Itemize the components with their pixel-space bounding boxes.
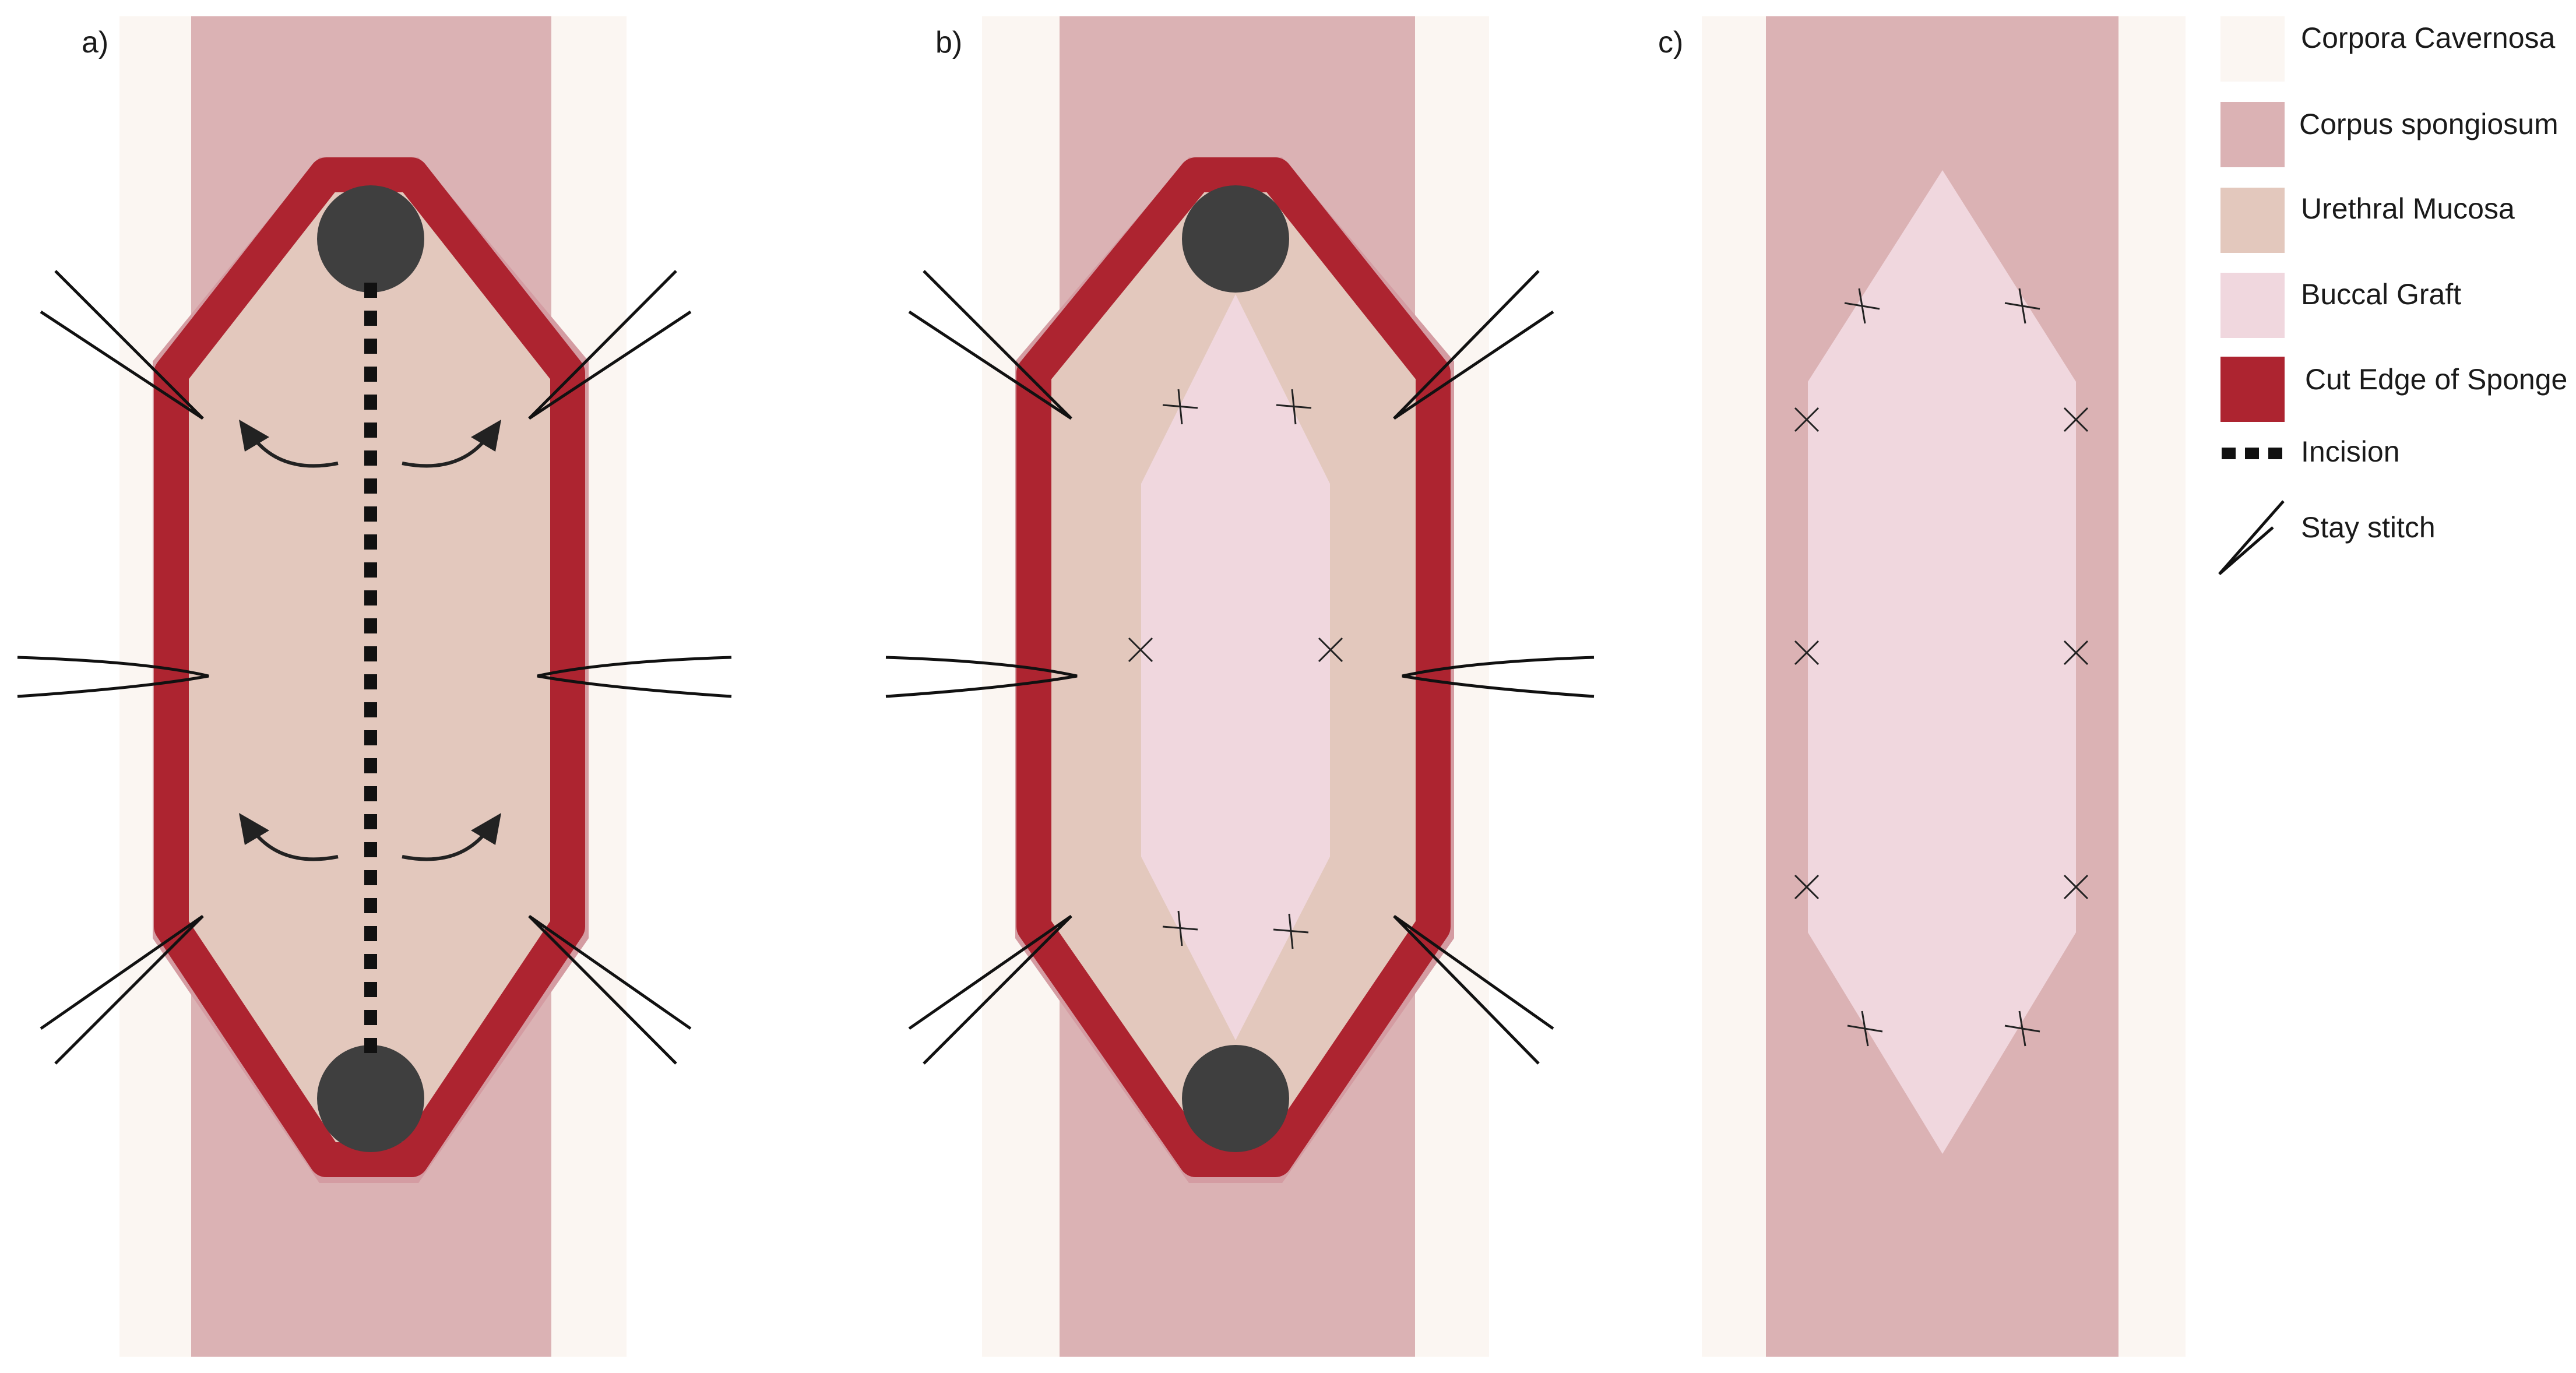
graft-sutures [1128, 389, 1343, 949]
legend-item-cavernosa: Corpora Cavernosa [2220, 16, 2556, 82]
suture-mark [1794, 407, 1820, 432]
legend-item-spongiosum: Corpus spongiosum [2220, 102, 2559, 167]
stay-stitch-icon [537, 656, 732, 698]
panel-label-b: b) [935, 26, 962, 59]
legend-item-incision: Incision [2222, 435, 2400, 468]
legend-label: Corpus spongiosum [2299, 108, 2559, 140]
legend-label: Buccal Graft [2301, 278, 2461, 311]
legend-label: Cut Edge of Sponge [2305, 363, 2567, 396]
legend-swatch [2220, 188, 2285, 253]
stay-stitch-icon [908, 914, 1072, 1065]
suture-knot-bottom [317, 1045, 424, 1152]
panel-b: b) [885, 16, 1595, 1357]
panel-label-c: c) [1658, 26, 1683, 59]
legend-swatch [2220, 16, 2285, 82]
suture-mark [1162, 389, 1198, 425]
legend-item-graft: Buccal Graft [2220, 273, 2461, 338]
stay-stitch-icon [885, 656, 1078, 698]
suture-mark [2004, 288, 2040, 324]
stay-stitch-icon [528, 914, 692, 1065]
stay-stitch-icon [1402, 656, 1595, 698]
legend: Corpora Cavernosa Corpus spongiosum Uret… [2218, 16, 2567, 575]
suture-mark [2004, 1011, 2040, 1047]
legend-item-mucosa: Urethral Mucosa [2220, 188, 2515, 253]
stay-stitch-icon [17, 656, 209, 698]
buccal-graft [1141, 294, 1330, 1040]
suture-mark [1847, 1011, 1883, 1047]
suture-mark [1273, 913, 1309, 949]
legend-item-cut-edge: Cut Edge of Sponge [2220, 357, 2567, 422]
buccal-graft [1808, 170, 2076, 1154]
stay-stitch-icon [528, 270, 692, 420]
graft-sutures [1794, 288, 2089, 1047]
suture-knot-bottom [1182, 1045, 1289, 1152]
arrowhead [239, 813, 269, 845]
suture-mark [1128, 637, 1153, 663]
stay-stitch-icon [908, 270, 1072, 420]
arrowheads [239, 420, 501, 845]
suture-mark [2063, 407, 2089, 432]
stay-stitch-icon [2218, 500, 2285, 575]
stay-stitch-icon [1393, 914, 1554, 1065]
legend-label: Stay stitch [2301, 511, 2436, 544]
suture-mark [1276, 389, 1312, 425]
suture-mark [1794, 874, 1820, 900]
panel-c: c) [1658, 16, 2186, 1357]
stay-stitches [17, 270, 732, 1065]
suture-knot-top [1182, 185, 1289, 293]
panel-label-a: a) [82, 26, 108, 59]
legend-item-stay-stitch: Stay stitch [2218, 500, 2436, 575]
panel-a: a) [17, 16, 732, 1357]
suture-mark [2063, 640, 2089, 666]
stay-stitches [885, 270, 1595, 1065]
suture-mark [1794, 640, 1820, 666]
stay-stitch-icon [1393, 270, 1554, 420]
legend-swatch [2220, 357, 2285, 422]
suture-mark [1162, 910, 1198, 946]
suture-knot-top [317, 185, 424, 293]
legend-label: Corpora Cavernosa [2301, 22, 2556, 54]
legend-swatch [2220, 273, 2285, 338]
arrowhead [471, 420, 501, 452]
suture-mark [1318, 637, 1343, 663]
suture-mark [1844, 288, 1880, 324]
arrowhead [471, 813, 501, 845]
legend-label: Incision [2301, 435, 2400, 468]
stay-stitch-icon [40, 270, 204, 420]
legend-label: Urethral Mucosa [2301, 192, 2515, 225]
arrowhead [239, 420, 269, 452]
cut-edge-of-sponge [154, 157, 585, 1177]
stay-stitch-icon [40, 914, 204, 1065]
suture-mark [2063, 874, 2089, 900]
legend-swatch [2220, 102, 2285, 167]
